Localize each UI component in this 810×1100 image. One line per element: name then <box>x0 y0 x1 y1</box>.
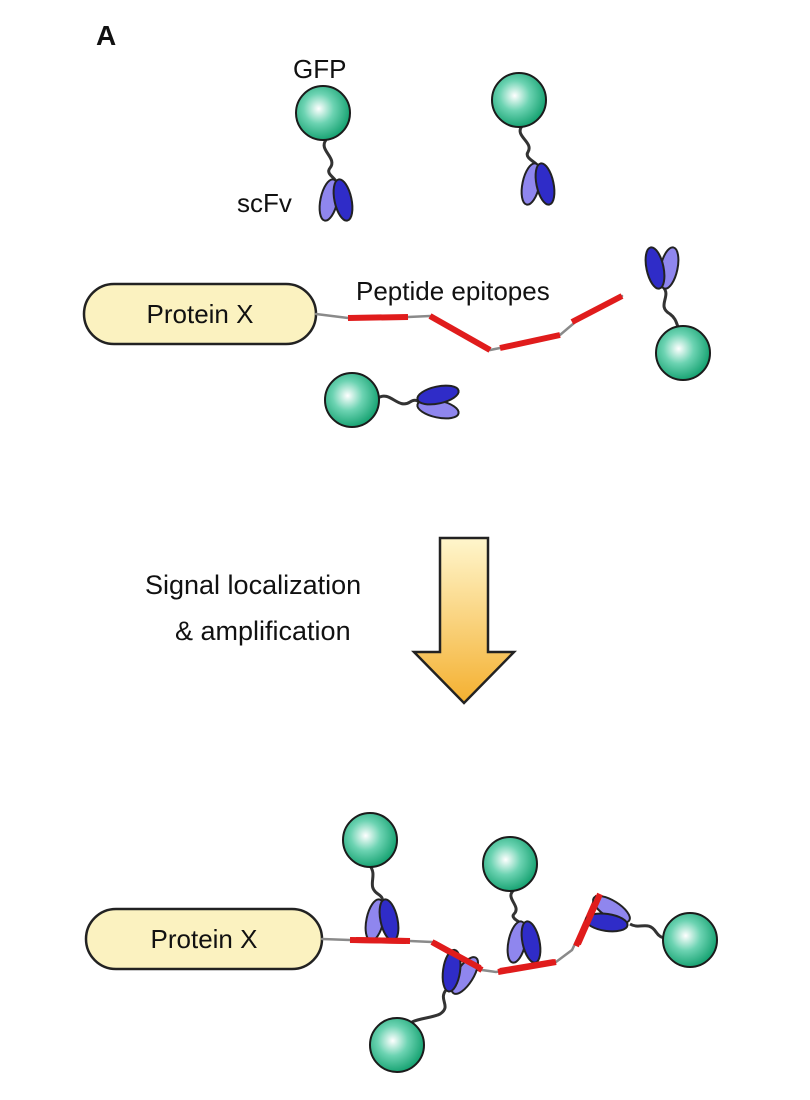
panel-label: A <box>96 20 116 51</box>
down-arrow <box>411 536 517 705</box>
scfv-fragment <box>644 246 680 290</box>
gfp-sphere <box>655 325 711 381</box>
bound-gfp-scfv-1 <box>342 812 407 944</box>
free-gfp-scfv-1 <box>295 85 354 222</box>
epitope <box>347 314 409 321</box>
arrow-label-line1: Signal localization <box>145 570 361 600</box>
gfp-sphere <box>295 85 351 141</box>
protein-x-label: Protein X <box>151 924 258 954</box>
gfp-label: GFP <box>293 54 346 84</box>
epitope <box>428 313 492 353</box>
gfp-sphere <box>662 912 718 968</box>
epitope <box>499 332 561 351</box>
scfv-label: scFv <box>237 188 292 218</box>
gfp-sphere <box>482 836 538 892</box>
gfp-sphere <box>369 1017 425 1073</box>
scfv-fragment <box>520 162 556 206</box>
gfp-sphere <box>491 72 547 128</box>
gfp-sphere <box>324 372 380 428</box>
bound-gfp-scfv-4 <box>575 892 718 968</box>
peptide-chain-top <box>314 293 624 353</box>
bound-gfp-scfv-3 <box>482 836 555 974</box>
peptide-epitopes-label: Peptide epitopes <box>356 276 550 306</box>
gfp-sphere <box>342 812 398 868</box>
free-gfp-scfv-2 <box>491 72 556 206</box>
scfv-fragment <box>416 384 460 420</box>
protein-x-bottom: Protein X <box>84 907 324 971</box>
bound-gfp-scfv-2 <box>369 940 482 1073</box>
scfv-fragment <box>506 920 542 964</box>
free-gfp-scfv-3 <box>644 246 711 381</box>
scfv-fragment <box>364 898 400 942</box>
arrow-label-line2: & amplification <box>175 616 351 646</box>
epitope <box>570 293 624 325</box>
protein-x-label: Protein X <box>147 299 254 329</box>
protein-x-top: Protein X <box>82 282 318 346</box>
free-gfp-scfv-4 <box>324 372 460 428</box>
scfv-fragment <box>318 178 354 222</box>
